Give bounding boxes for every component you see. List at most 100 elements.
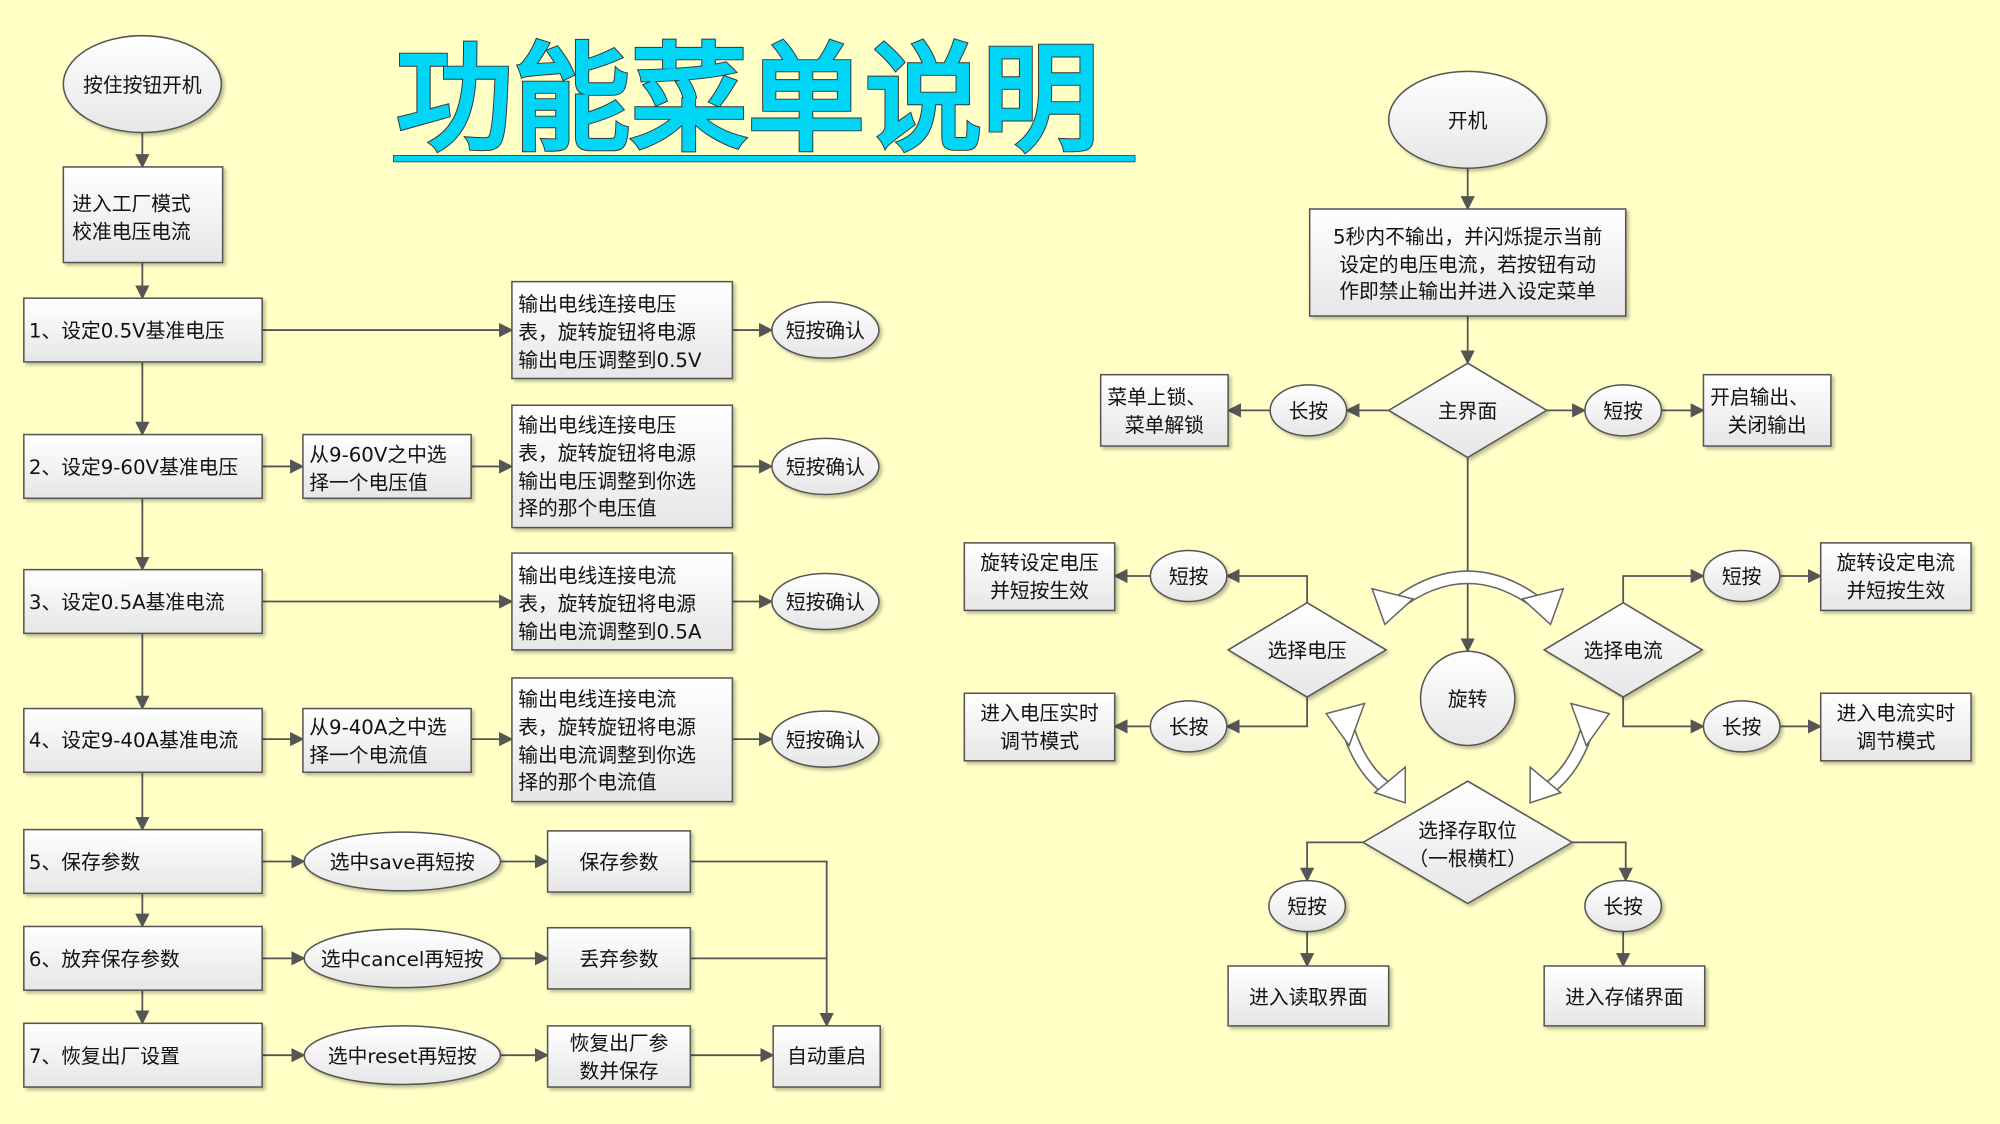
step-6: 6、放弃保存参数 bbox=[23, 925, 263, 991]
svg-text:择的那个电流值: 择的那个电流值 bbox=[518, 771, 656, 794]
svg-text:旋转设定电流: 旋转设定电流 bbox=[1837, 552, 1956, 575]
svg-text:菜单上锁、: 菜单上锁、 bbox=[1107, 386, 1206, 409]
svg-text:选择电流: 选择电流 bbox=[1584, 640, 1663, 663]
decision-select-voltage: 选择电压 bbox=[1226, 601, 1388, 698]
svg-text:输出电线连接电压: 输出电线连接电压 bbox=[518, 293, 676, 316]
svg-text:保存参数: 保存参数 bbox=[579, 851, 658, 874]
svg-text:设定的电压电流，若按钮有动: 设定的电压电流，若按钮有动 bbox=[1339, 253, 1596, 276]
left-connectors bbox=[135, 132, 834, 1063]
svg-text:自动重启: 自动重启 bbox=[787, 1045, 866, 1068]
svg-text:表，旋转旋钮将电源: 表，旋转旋钮将电源 bbox=[518, 592, 696, 615]
svg-text:从9-40A之中选: 从9-40A之中选 bbox=[309, 716, 447, 739]
svg-text:短按确认: 短按确认 bbox=[786, 320, 865, 343]
svg-text:输出电压调整到0.5V: 输出电压调整到0.5V bbox=[518, 349, 702, 372]
title-underline bbox=[393, 155, 1136, 163]
select-save: 选中save再短按 bbox=[303, 831, 502, 892]
svg-text:输出电流调整到0.5A: 输出电流调整到0.5A bbox=[518, 620, 702, 643]
svg-text:长按: 长按 bbox=[1169, 716, 1209, 739]
svg-text:择一个电流值: 择一个电流值 bbox=[309, 744, 428, 767]
node-factory-mode: 进入工厂模式 校准电压电流 bbox=[62, 166, 224, 264]
svg-text:短按: 短按 bbox=[1287, 896, 1327, 919]
svg-text:进入电流实时: 进入电流实时 bbox=[1837, 702, 1956, 725]
svg-text:2、设定9-60V基准电压: 2、设定9-60V基准电压 bbox=[29, 456, 238, 479]
short-press-current: 短按 bbox=[1702, 549, 1781, 603]
svg-text:并短按生效: 并短按生效 bbox=[990, 580, 1089, 603]
svg-text:择一个电压值: 择一个电压值 bbox=[309, 471, 428, 494]
decision-select-slot: 选择存取位（一根横杠） bbox=[1361, 780, 1574, 905]
step-4: 4、设定9-40A基准电流 bbox=[23, 707, 263, 774]
select-cancel: 选中cancel再短按 bbox=[303, 928, 502, 989]
node-start: 按住按钮开机 bbox=[62, 34, 223, 134]
svg-text:4、设定9-40A基准电流: 4、设定9-40A基准电流 bbox=[29, 729, 238, 752]
rotate-arrows bbox=[1324, 570, 1611, 804]
svg-text:进入工厂模式: 进入工厂模式 bbox=[72, 192, 191, 215]
step-3: 3、设定0.5A基准电流 bbox=[23, 568, 263, 635]
page-title: 功能菜单说明 bbox=[396, 31, 1099, 168]
svg-text:长按: 长按 bbox=[1289, 400, 1329, 423]
svg-text:调节模式: 调节模式 bbox=[1000, 730, 1079, 753]
right-connectors bbox=[1113, 168, 1823, 968]
svg-text:丢弃参数: 丢弃参数 bbox=[579, 948, 658, 971]
svg-text:校准电压电流: 校准电压电流 bbox=[72, 220, 191, 243]
svg-text:主界面: 主界面 bbox=[1438, 400, 1497, 423]
long-press-current: 长按 bbox=[1702, 700, 1781, 753]
step-2: 2、设定9-60V基准电压 bbox=[23, 433, 263, 500]
svg-text:选择电压: 选择电压 bbox=[1268, 640, 1347, 663]
short-press-slot: 短按 bbox=[1268, 879, 1347, 933]
decision-select-current: 选择电流 bbox=[1542, 601, 1704, 698]
svg-text:按住按钮开机: 按住按钮开机 bbox=[83, 74, 202, 97]
svg-text:选中save再短按: 选中save再短按 bbox=[330, 851, 475, 874]
long-press-slot: 长按 bbox=[1584, 879, 1663, 933]
read-screen: 进入读取界面 bbox=[1227, 965, 1390, 1027]
step-7: 7、恢复出厂设置 bbox=[23, 1022, 263, 1088]
svg-text:数并保存: 数并保存 bbox=[579, 1060, 658, 1083]
svg-text:旋转设定电压: 旋转设定电压 bbox=[980, 552, 1099, 575]
svg-text:7、恢复出厂设置: 7、恢复出厂设置 bbox=[29, 1045, 180, 1068]
svg-text:调节模式: 调节模式 bbox=[1856, 730, 1935, 753]
svg-text:表，旋转旋钮将电源: 表，旋转旋钮将电源 bbox=[518, 321, 696, 344]
svg-text:短按: 短按 bbox=[1603, 400, 1643, 423]
svg-text:输出电线连接电压: 输出电线连接电压 bbox=[518, 414, 676, 437]
save-screen: 进入存储界面 bbox=[1543, 965, 1706, 1027]
svg-text:输出电线连接电流: 输出电线连接电流 bbox=[518, 688, 676, 711]
svg-text:表，旋转旋钮将电源: 表，旋转旋钮将电源 bbox=[518, 716, 696, 739]
long-press-main: 长按 bbox=[1269, 384, 1348, 437]
node-rotate: 旋转 bbox=[1419, 650, 1516, 747]
svg-text:进入电压实时: 进入电压实时 bbox=[980, 702, 1099, 725]
svg-text:选中cancel再短按: 选中cancel再短按 bbox=[321, 948, 484, 971]
svg-text:开机: 开机 bbox=[1448, 109, 1488, 132]
svg-text:短按: 短按 bbox=[1169, 566, 1209, 589]
svg-text:进入读取界面: 进入读取界面 bbox=[1249, 986, 1368, 1009]
confirm-1: 短按确认 bbox=[771, 301, 880, 359]
svg-text:开启输出、: 开启输出、 bbox=[1710, 386, 1809, 409]
svg-text:（一根横杠）: （一根横杠） bbox=[1408, 847, 1527, 870]
step-1: 1、设定0.5V基准电压 bbox=[23, 297, 263, 363]
svg-text:旋转: 旋转 bbox=[1448, 688, 1488, 711]
svg-text:长按: 长按 bbox=[1603, 896, 1643, 919]
svg-text:表，旋转旋钮将电源: 表，旋转旋钮将电源 bbox=[518, 442, 696, 465]
svg-text:关闭输出: 关闭输出 bbox=[1728, 414, 1807, 437]
svg-text:择的那个电压值: 择的那个电压值 bbox=[518, 497, 656, 520]
svg-text:短按确认: 短按确认 bbox=[786, 456, 865, 479]
select-reset: 选中reset再短按 bbox=[303, 1025, 502, 1086]
svg-text:菜单解锁: 菜单解锁 bbox=[1125, 414, 1204, 437]
svg-text:选中reset再短按: 选中reset再短按 bbox=[328, 1045, 477, 1068]
confirm-4: 短按确认 bbox=[771, 710, 880, 768]
long-press-voltage: 长按 bbox=[1149, 700, 1228, 753]
svg-text:1、设定0.5V基准电压: 1、设定0.5V基准电压 bbox=[29, 320, 225, 343]
svg-text:短按确认: 短按确认 bbox=[786, 591, 865, 614]
auto-restart: 自动重启 bbox=[772, 1025, 881, 1088]
svg-text:3、设定0.5A基准电流: 3、设定0.5A基准电流 bbox=[29, 591, 225, 614]
svg-text:输出电流调整到你选: 输出电流调整到你选 bbox=[518, 744, 696, 767]
